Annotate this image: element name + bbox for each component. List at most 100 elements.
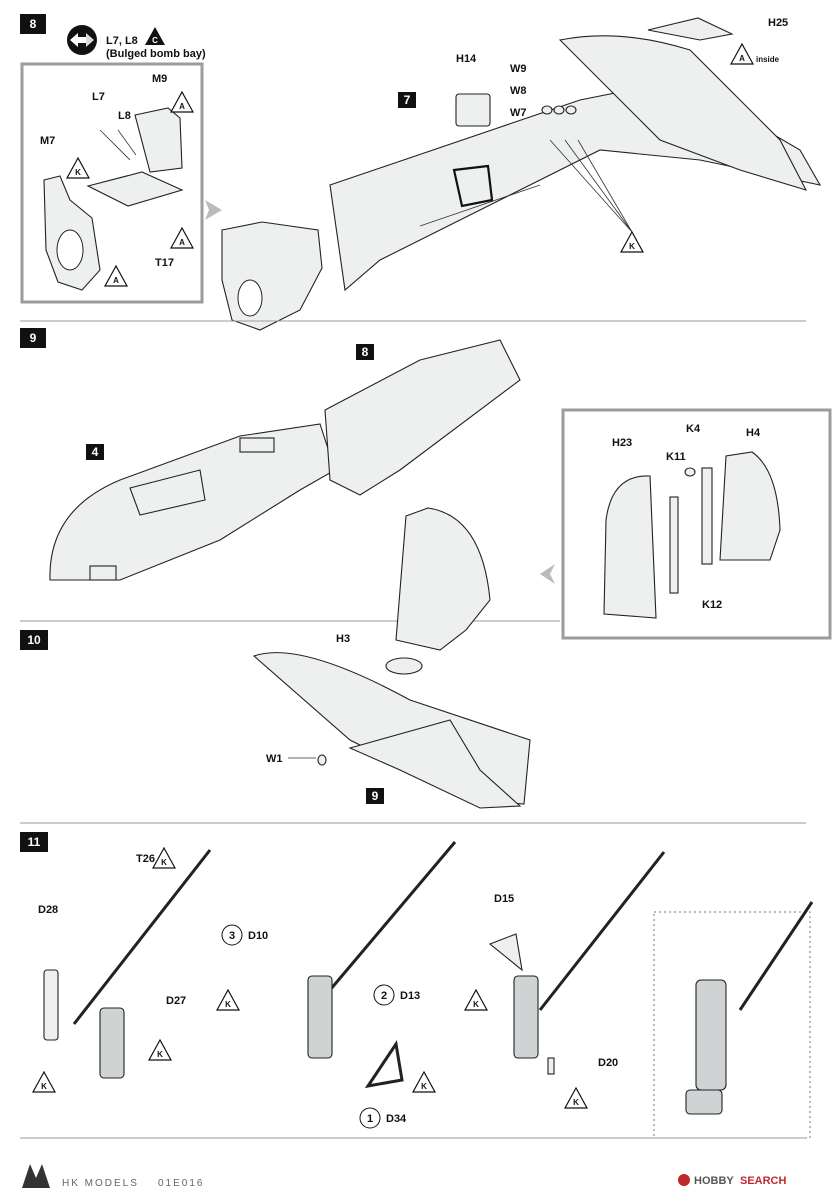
label-h14: H14 [456,53,477,65]
part-k4 [684,467,696,477]
bulkhead-m9 [134,107,183,173]
step-9-badge [20,328,46,348]
finished-leg [695,979,727,1091]
svg-text:A: A [113,276,119,285]
part-w1 [317,754,327,766]
glue-marker [729,42,755,65]
glue-marker [169,226,195,249]
step-8-number: 8 [30,17,37,31]
tailplane-right [558,35,808,191]
label-d28: D28 [38,904,58,916]
glue-marker [65,156,91,179]
label-l8: L8 [118,110,131,122]
svg-text:8: 8 [362,345,369,359]
glue-marker [463,988,489,1011]
glue-marker [215,988,241,1011]
part-k11 [669,496,679,594]
glue-marker [619,230,645,253]
fin [395,507,491,651]
rudder-h23 [603,475,657,619]
ref-step-8 [356,344,374,360]
svg-text:11: 11 [28,835,41,849]
part-k12 [701,467,713,565]
svg-text:A: A [739,54,745,63]
part-h3 [385,657,423,675]
leg-assembly [513,975,539,1059]
option-note: (Bulged bomb bay) [106,48,206,60]
hk-logo-icon [22,1164,50,1188]
svg-text:K: K [421,1082,427,1091]
step-8-inset [20,62,204,304]
label-m7: M7 [40,135,55,147]
part-h4 [719,451,781,561]
svg-text:K: K [573,1098,579,1107]
window-h14 [455,93,491,127]
finished-view-frame [653,911,811,1139]
label-h23: H23 [612,437,632,449]
footer: HK MODELS 01E016 HOBBY SEARCH [22,1164,787,1189]
label-h25: H25 [768,17,788,29]
seq-2: 2 [381,990,387,1002]
glue-marker [151,846,177,869]
label-d10: D10 [248,930,268,942]
label-d13: D13 [400,990,420,1002]
step-10-badge [20,630,48,650]
svg-text:10: 10 [27,633,41,647]
step-9-inset [561,408,832,640]
ref-step-9 [366,788,384,804]
svg-text:K: K [41,1082,47,1091]
label-d20: D20 [598,1057,618,1069]
option-badge-triangle [145,27,165,45]
svg-text:7: 7 [404,93,411,107]
watermark-logo-icon [678,1174,690,1186]
label-m9: M9 [152,73,167,85]
label-h3: H3 [336,633,350,645]
label-w1: W1 [266,753,283,765]
label-t26: T26 [136,853,155,865]
ref-step-7 [398,92,416,108]
label-w8: W8 [510,85,527,97]
label-d15: D15 [494,893,514,905]
seq-1: 1 [367,1113,373,1125]
svg-text:K: K [225,1000,231,1009]
label-w9: W9 [510,63,527,75]
step-11-badge [20,832,48,852]
glue-marker [169,90,195,113]
footer-brand: HK MODELS [62,1178,139,1189]
svg-text:K: K [75,168,81,177]
svg-text:C: C [152,36,158,45]
strut [538,851,666,1011]
label-h4: H4 [746,427,761,439]
rear-frame-assembly [221,221,323,331]
label-d34: D34 [386,1113,407,1125]
mid-fuselage [324,339,521,496]
svg-text:K: K [161,858,167,867]
glue-marker [563,1086,589,1109]
part-d28 [43,969,59,1041]
svg-text:9: 9 [372,789,379,803]
step-10: 10 H3 W1 9 [20,507,806,824]
svg-text:K: K [157,1050,163,1059]
glue-marker [147,1038,173,1061]
part-d34 [364,1040,404,1089]
svg-text:A: A [179,238,185,247]
label-inside: inside [756,55,780,64]
label-k11: K11 [666,451,686,463]
step-9: 9 8 4 H23 K4 K11 H4 K12 [20,328,832,640]
label-w7: W7 [510,107,527,119]
watermark-text-b: SEARCH [740,1175,787,1187]
footer-code: 01E016 [158,1178,204,1189]
step-11: 11 T26 K D28 D27 K K 3 D10 K 2 D13 K 1 D… [20,832,814,1139]
step-8-badge [20,14,46,34]
option-parts: L7, L8 [106,35,138,47]
flow-arrow-icon [540,564,555,584]
svg-text:4: 4 [92,445,99,459]
seq-3: 3 [229,930,235,942]
part-d20 [547,1057,555,1075]
strut-t26 [72,849,212,1025]
leg-assembly [99,1007,125,1079]
canopy [129,469,206,516]
svg-text:K: K [629,242,635,251]
label-k4: K4 [686,423,701,435]
ref-step-4 [86,444,104,460]
